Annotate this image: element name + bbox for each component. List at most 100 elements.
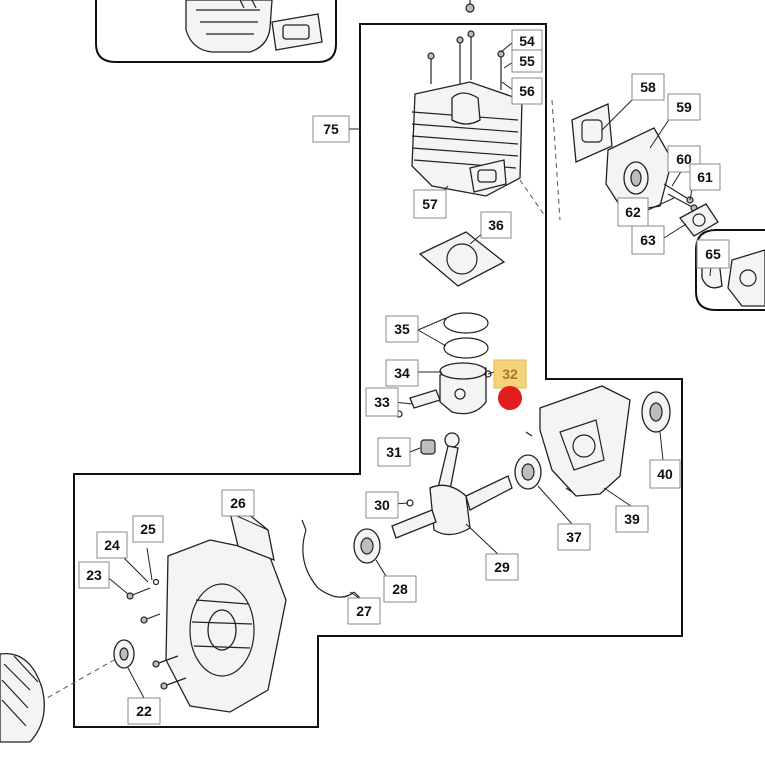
callout-box (615, 505, 649, 533)
intake-dashline (551, 99, 561, 221)
callout-62: 62 (617, 197, 649, 227)
top-left-panel-frame (95, 0, 337, 63)
callout-24: 24 (96, 531, 128, 559)
callout-75: 75 (312, 115, 350, 143)
crankshaft (391, 475, 513, 539)
callout-number: 34 (394, 365, 410, 381)
callout-61: 61 (689, 163, 721, 191)
callout-29: 29 (485, 553, 519, 581)
callout-box (377, 437, 411, 467)
red-position-marker (498, 386, 522, 410)
callout-number: 65 (705, 246, 721, 262)
callout-box (127, 697, 161, 725)
callout-number: 58 (640, 79, 656, 95)
callout-number: 54 (519, 33, 535, 49)
callout-number: 33 (374, 394, 390, 410)
callout-box (631, 225, 665, 255)
callout-36: 36 (480, 211, 512, 239)
assembly-frame (73, 23, 683, 728)
callout-28: 28 (383, 575, 417, 603)
callout-box (385, 315, 419, 343)
callout-number: 31 (386, 444, 402, 460)
callout-box (132, 515, 164, 543)
intake-gasket (571, 103, 613, 163)
callout-number: 61 (697, 169, 713, 185)
callout-number: 23 (86, 567, 102, 583)
callout-65: 65 (696, 239, 730, 269)
retaining-spring (301, 519, 361, 599)
crankcase-screws (126, 578, 187, 690)
connecting-rod (437, 432, 460, 491)
callout-number: 22 (136, 703, 152, 719)
callout-box (689, 163, 721, 191)
callout-31: 31 (377, 437, 411, 467)
callout-39: 39 (615, 505, 649, 533)
callout-number: 36 (488, 217, 504, 233)
callout-33: 33 (365, 387, 399, 417)
callout-number: 59 (676, 99, 692, 115)
callout-32: 32 (493, 359, 527, 389)
callout-25: 25 (132, 515, 164, 543)
leader-lines (104, 41, 712, 699)
muffler-partial (185, 0, 323, 53)
callout-59: 59 (667, 93, 701, 121)
callout-number: 60 (676, 151, 692, 167)
callout-37: 37 (557, 523, 591, 551)
callout-56: 56 (511, 77, 543, 105)
callout-box (312, 115, 350, 143)
callout-number: 56 (519, 83, 535, 99)
piston-pin (395, 370, 492, 418)
callout-number: 35 (394, 321, 410, 337)
cylinder-bolts (427, 30, 505, 90)
callout-number: 32 (502, 366, 518, 382)
cylinder-gasket (418, 231, 506, 287)
callout-number: 26 (230, 495, 246, 511)
piston (439, 362, 487, 415)
crankcase-left (165, 494, 287, 713)
callout-box (365, 491, 399, 519)
callout-box (78, 561, 110, 589)
callout-box (221, 489, 255, 517)
callout-number: 57 (422, 196, 438, 212)
callout-box (365, 387, 399, 417)
callout-number: 24 (104, 537, 120, 553)
callout-30: 30 (365, 491, 399, 519)
callout-63: 63 (631, 225, 665, 255)
callout-27: 27 (347, 597, 381, 625)
callout-number: 40 (657, 466, 673, 482)
callout-box (696, 239, 730, 269)
callout-box (667, 93, 701, 121)
right-panel-frame (695, 229, 765, 311)
callout-number: 63 (640, 232, 656, 248)
callout-box (511, 49, 543, 73)
callout-35: 35 (385, 315, 419, 343)
cylinder-to-intake-dashline (519, 179, 546, 217)
callout-box (511, 77, 543, 105)
flywheel-partial (0, 652, 45, 743)
callout-number: 75 (323, 121, 339, 137)
callout-54: 54 (511, 29, 543, 53)
seal-left (113, 639, 135, 669)
callout-box (347, 597, 381, 625)
crankcase-right (525, 385, 631, 497)
callout-box (617, 197, 649, 227)
callout-number: 39 (624, 511, 640, 527)
callout-number: 30 (374, 497, 390, 513)
callout-34: 34 (385, 359, 419, 387)
callout-22: 22 (127, 697, 161, 725)
callout-number: 55 (519, 53, 535, 69)
carb-gasket (679, 203, 719, 237)
callout-box (480, 211, 512, 239)
piston-rings (443, 312, 489, 359)
callout-26: 26 (221, 489, 255, 517)
intake-manifold (605, 127, 673, 213)
callout-box (557, 523, 591, 551)
callout-box (485, 553, 519, 581)
callout-box (631, 73, 665, 101)
callout-box (649, 459, 681, 489)
callout-box (96, 531, 128, 559)
cylinder (411, 81, 523, 197)
flywheel-dashline (39, 659, 115, 703)
bolt-top (465, 0, 475, 13)
